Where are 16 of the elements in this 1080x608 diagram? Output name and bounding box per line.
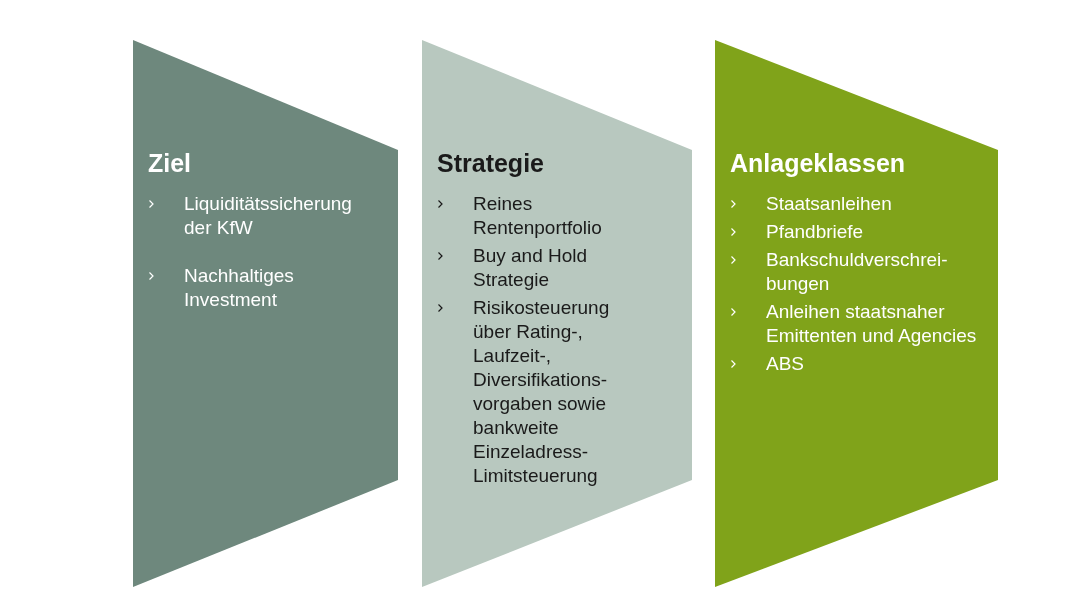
bullet-text: Nachhaltiges Investment	[184, 264, 295, 312]
panel-heading: Anlageklassen	[730, 148, 906, 178]
bullet-text: Pfandbriefe	[766, 220, 865, 244]
bullet-text: ABS	[766, 352, 806, 376]
bullet-text: Liquiditätssicherung der KfW	[184, 192, 353, 240]
chevron-panel	[133, 40, 398, 587]
bullet-text: Risikosteuerung über Rating-, Laufzeit-, Diversifikations- vorgaben sowie bankweite Einzeladress- Limitsteuerung	[473, 296, 611, 488]
bullet-text: Bankschuldverschrei- bungen	[766, 248, 949, 296]
bullet-text: Buy and Hold Strategie	[473, 244, 589, 292]
chevron-panel	[422, 40, 692, 587]
bullet-text: Anleihen staatsnaher Emittenten und Agencies	[766, 300, 978, 348]
bullet-text: Staatsanleihen	[766, 192, 893, 216]
bullet-text: Reines Rentenportfolio	[473, 192, 603, 240]
panel-heading: Ziel	[148, 148, 192, 178]
panel-heading: Strategie	[437, 148, 544, 178]
chevron-panel	[715, 40, 998, 587]
